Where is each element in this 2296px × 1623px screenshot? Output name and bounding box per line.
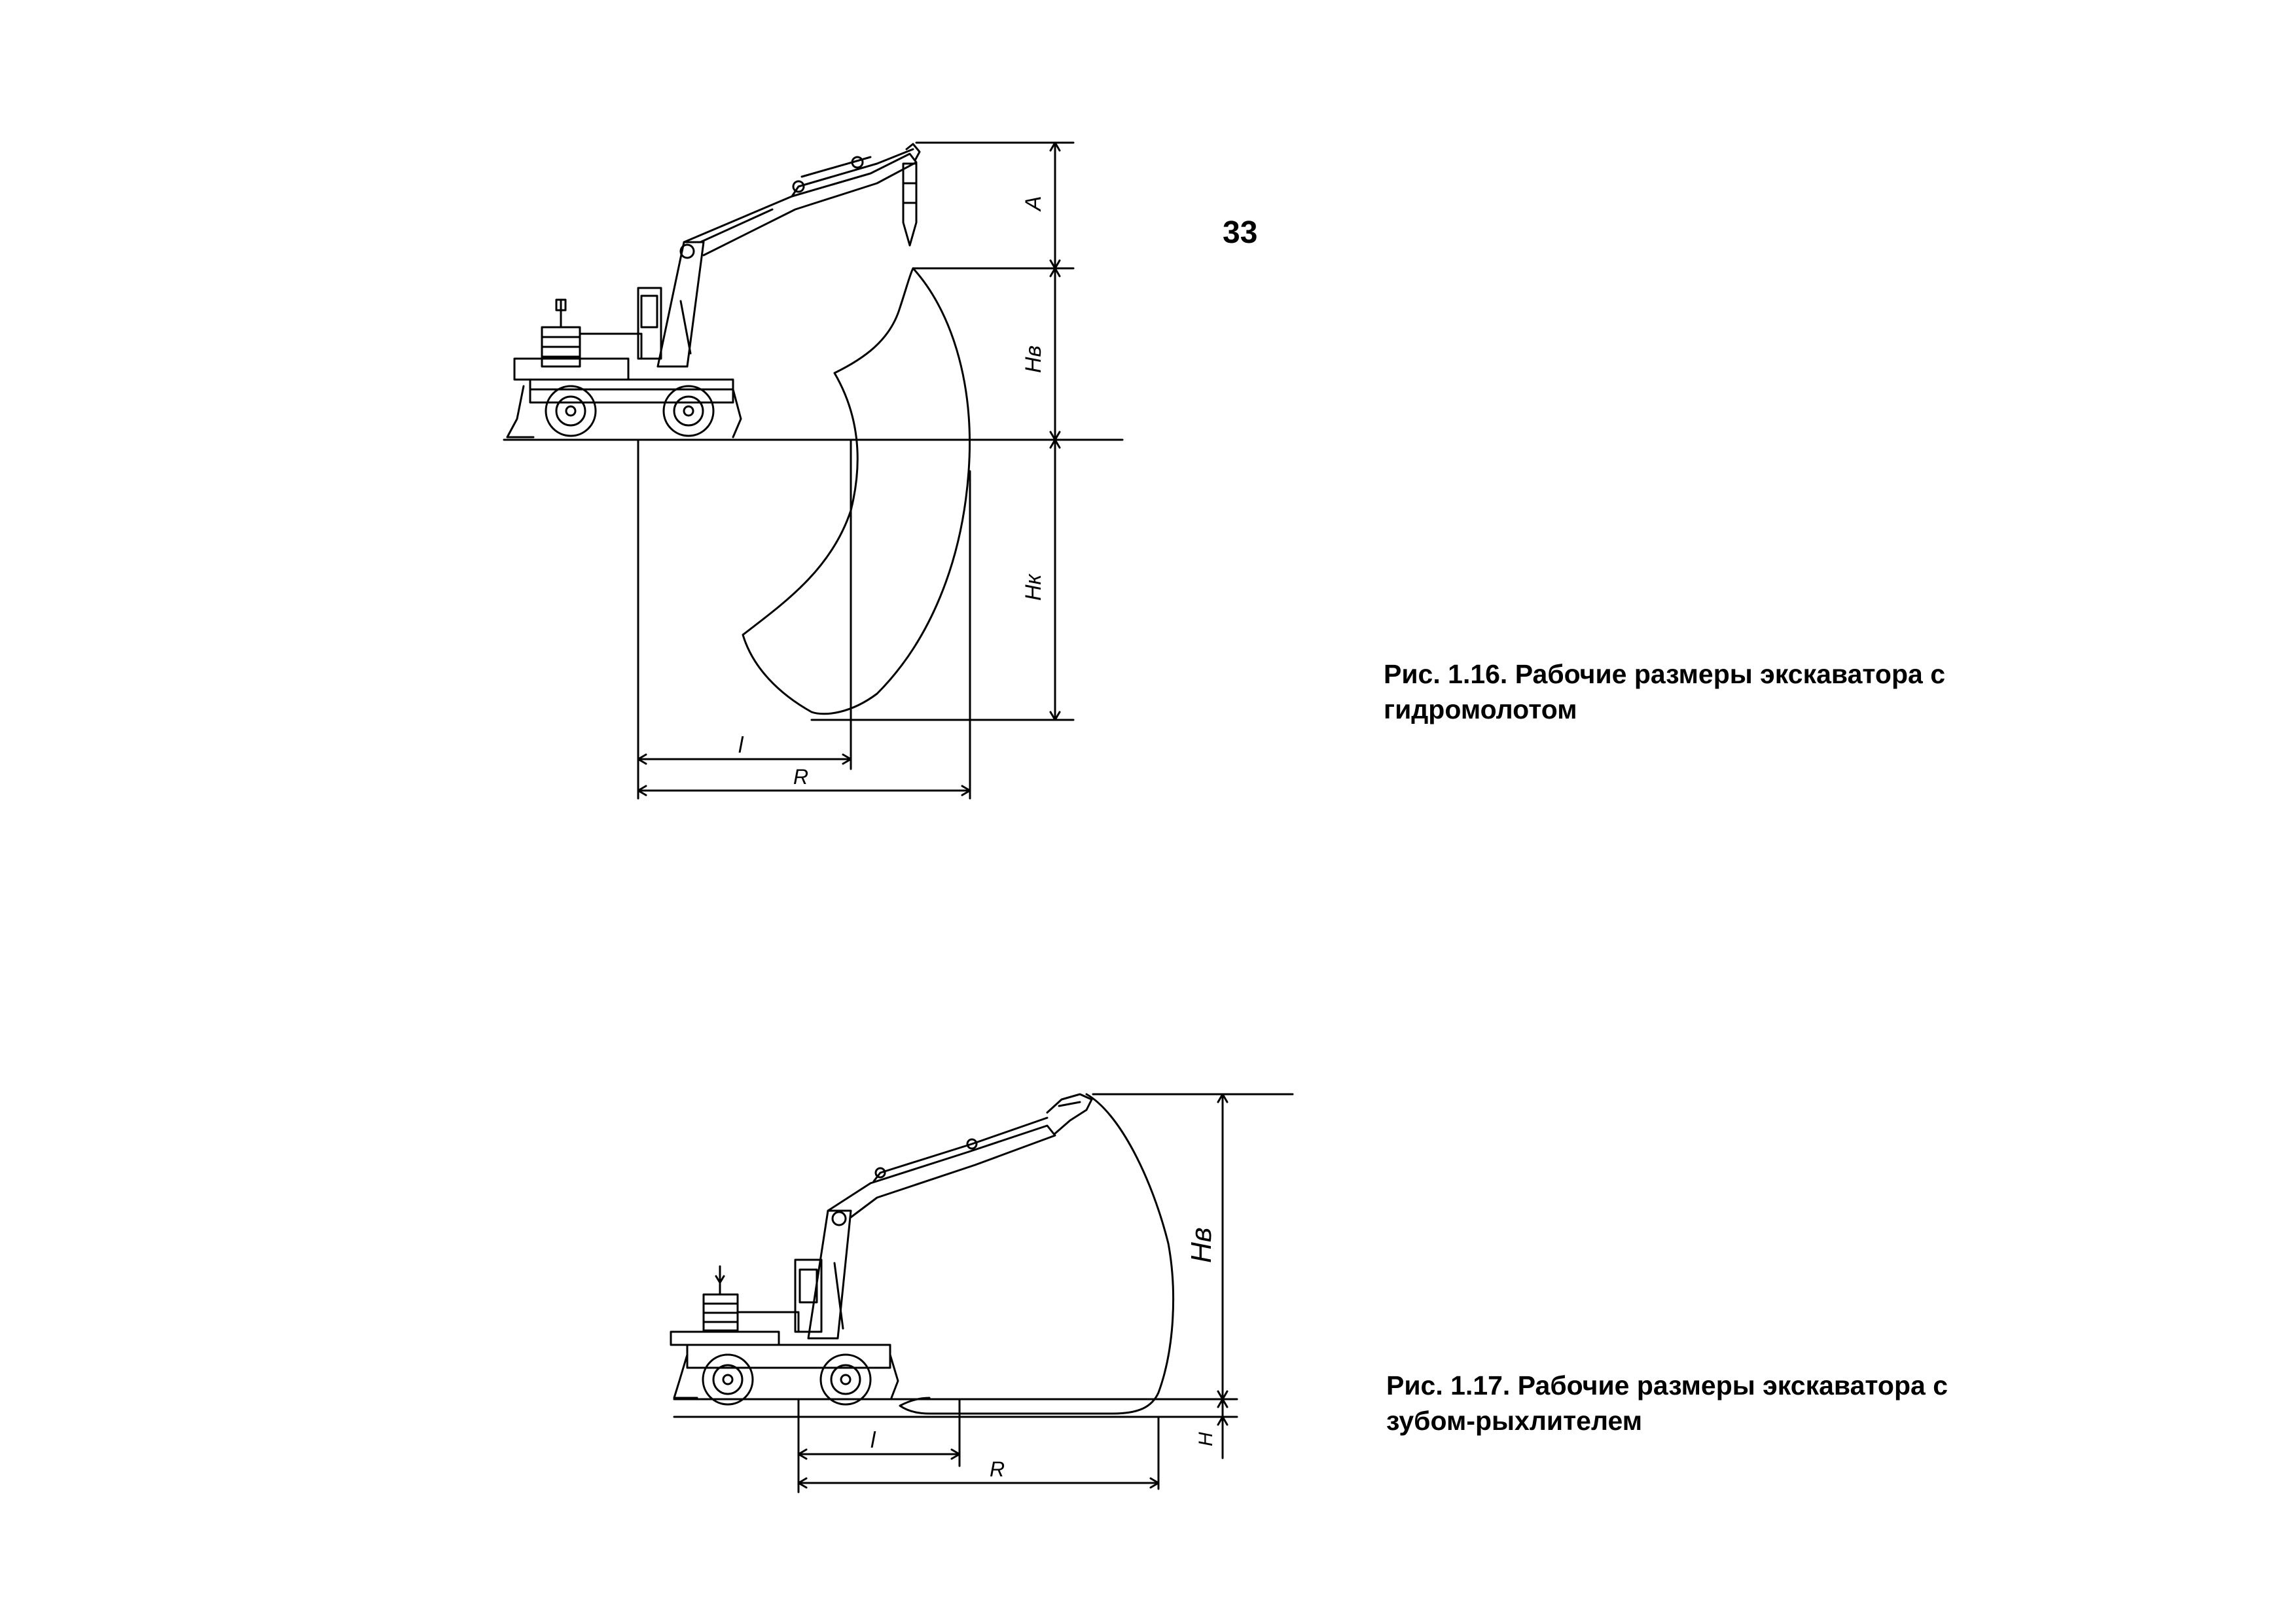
- working-zone-contour-2: [899, 1093, 1175, 1415]
- figure-1-17-caption: Рис. 1.17. Рабочие размеры экскаватора с…: [1386, 1368, 1948, 1438]
- working-zone-contour-1: [742, 267, 971, 715]
- dim-label-l-1: l: [738, 733, 744, 758]
- dim-label-R-1: R: [793, 765, 808, 789]
- page-number: 33: [1223, 215, 1258, 250]
- dim-label-Hk-1: Hк: [1021, 573, 1046, 601]
- dim-label-Hv-1: Hв: [1021, 346, 1046, 373]
- figure-1-16-caption: Рис. 1.16. Рабочие размеры экскаватора с…: [1384, 656, 1945, 727]
- dim-label-Hv-2: Hв: [1185, 1227, 1217, 1263]
- dim-label-l-2: l: [870, 1428, 876, 1453]
- dim-label-R-2: R: [990, 1457, 1005, 1481]
- caption-line-2: гидромолотом: [1384, 694, 1577, 724]
- excavator-drawing-1: [506, 143, 921, 438]
- caption-line-1: Рис. 1.16. Рабочие размеры экскаватора с: [1384, 659, 1945, 689]
- dim-label-A-1: A: [1021, 196, 1046, 212]
- caption-line-2: зубом-рыхлителем: [1386, 1406, 1643, 1436]
- dim-label-H-2: H: [1195, 1432, 1217, 1446]
- excavator-drawing-2: [670, 1093, 1093, 1406]
- caption-line-1: Рис. 1.17. Рабочие размеры экскаватора с: [1386, 1370, 1948, 1400]
